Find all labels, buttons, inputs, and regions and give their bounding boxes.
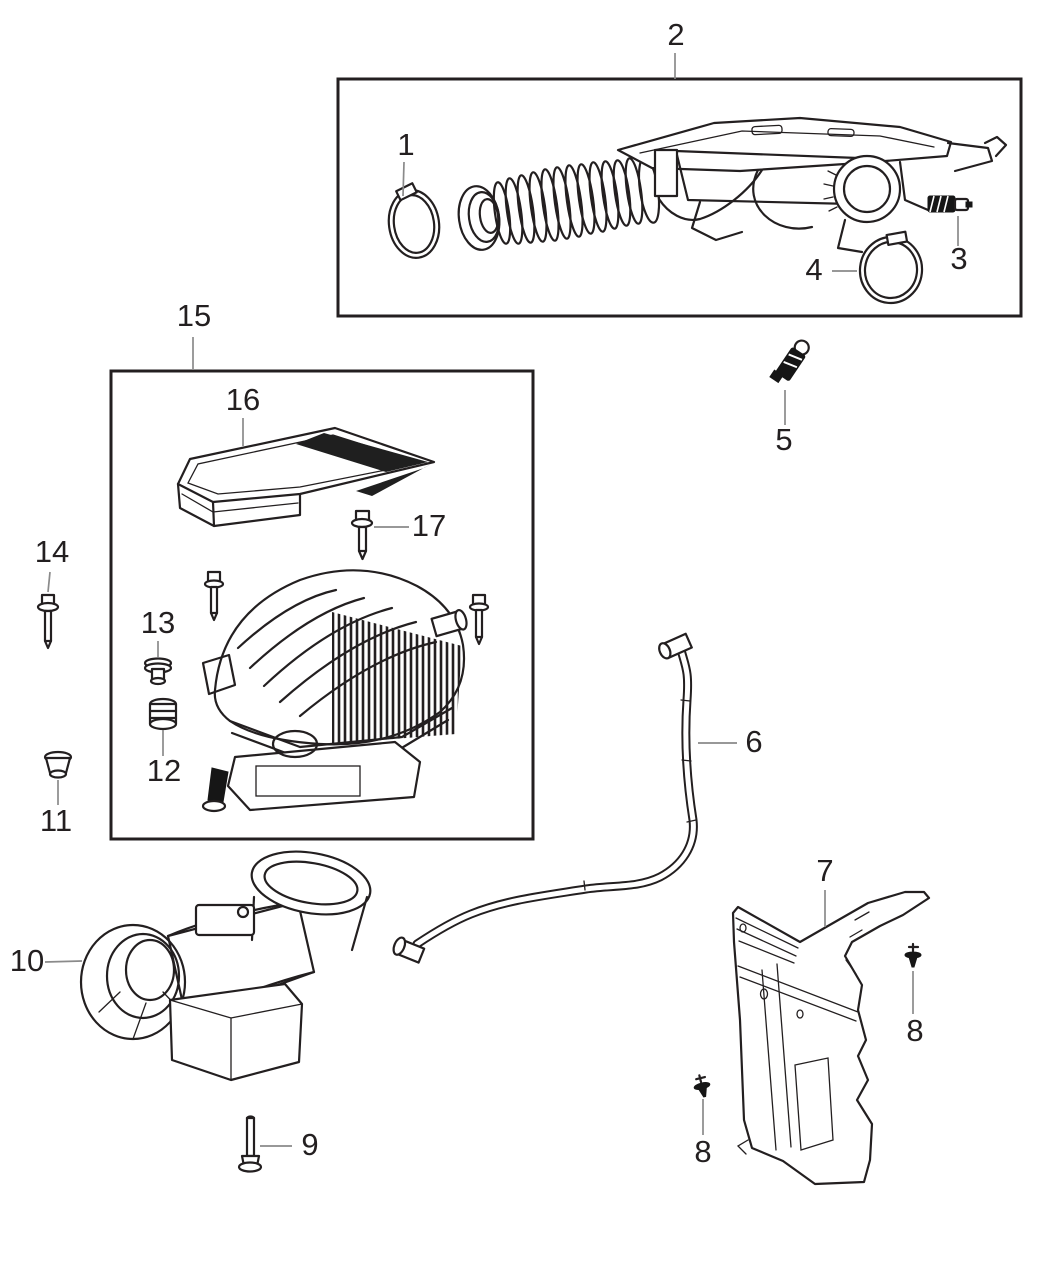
air-intake-duct xyxy=(79,850,372,1082)
callout-13: 13 xyxy=(141,605,175,640)
callout-5: 5 xyxy=(775,422,792,457)
bolt-9-icon xyxy=(237,1115,263,1173)
callout-11: 11 xyxy=(40,803,72,838)
assembly-box-2 xyxy=(336,77,1023,318)
bolt-17-icon xyxy=(350,509,374,561)
air-filter-element xyxy=(176,426,436,528)
splash-shield xyxy=(731,890,931,1186)
air-cleaner-housing xyxy=(201,569,468,813)
callout-10: 10 xyxy=(10,943,44,978)
callout-16: 16 xyxy=(226,382,260,417)
hose-clamp-front-icon xyxy=(387,182,441,259)
push-pin-icon xyxy=(143,657,173,686)
nut-icon xyxy=(43,750,73,779)
callout-8-right: 8 xyxy=(906,1013,923,1048)
callout-8-left: 8 xyxy=(694,1134,711,1169)
hose-clamp-rear-icon xyxy=(858,230,924,305)
callout-7: 7 xyxy=(816,853,833,888)
callout-4: 4 xyxy=(805,252,822,287)
air-cleaner-cover xyxy=(616,116,1008,254)
callout-2: 2 xyxy=(667,17,684,52)
retainer-clip-right-icon xyxy=(904,942,922,968)
bolt-14-icon xyxy=(36,593,60,650)
callout-1: 1 xyxy=(397,127,414,162)
callout-labels: 1 2 3 4 5 6 7 8 8 9 10 11 12 13 14 15 16… xyxy=(10,17,968,1169)
callout-3: 3 xyxy=(950,241,967,276)
callout-9: 9 xyxy=(301,1127,318,1162)
air-temp-sensor-icon xyxy=(927,195,973,213)
cover-bolt-right-icon xyxy=(468,593,490,646)
callout-15: 15 xyxy=(177,298,211,333)
leader-lines xyxy=(44,53,959,1147)
support-screw-icon xyxy=(769,339,810,384)
callout-17: 17 xyxy=(412,508,446,543)
assembly-box-15 xyxy=(109,369,535,841)
callout-14: 14 xyxy=(35,534,69,569)
makeup-air-hose xyxy=(392,632,698,964)
callout-12: 12 xyxy=(147,753,181,788)
cover-bolt-left-icon xyxy=(203,570,225,622)
retainer-clip-left-icon xyxy=(693,1074,711,1098)
callout-6: 6 xyxy=(745,724,762,759)
grommet-icon xyxy=(148,697,178,731)
